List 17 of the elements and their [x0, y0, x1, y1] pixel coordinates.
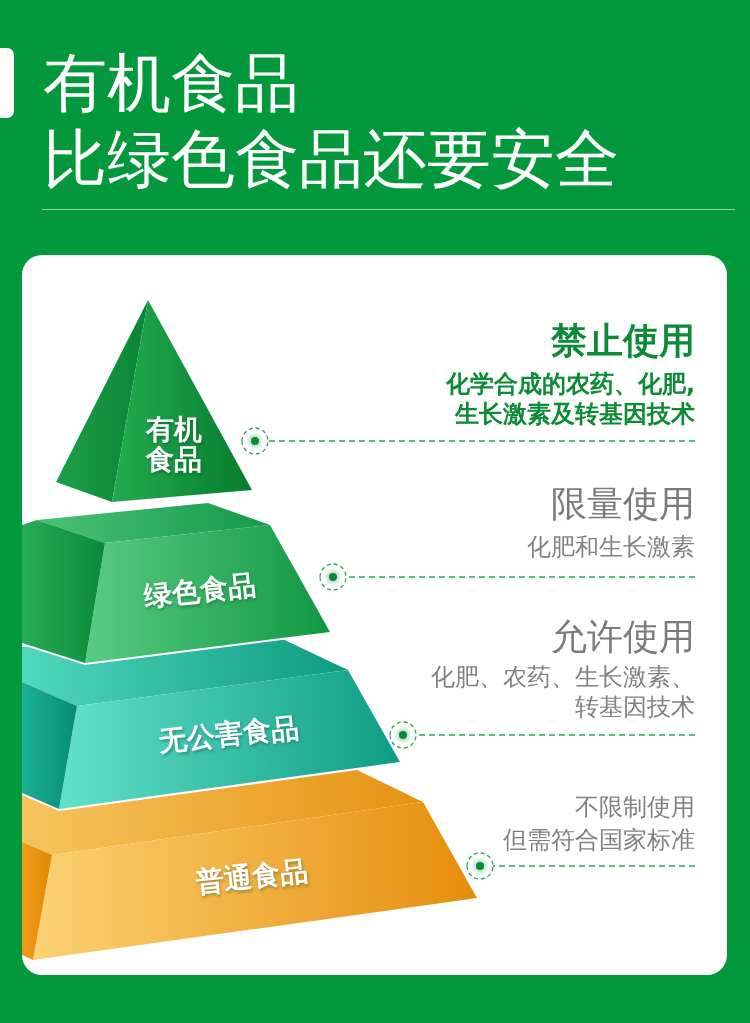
- tier-label: 普通食品: [194, 855, 310, 899]
- usage-heading: 不限制使用: [575, 792, 695, 823]
- usage-heading: 限量使用: [551, 484, 695, 524]
- usage-note: 但需符合国家标准: [503, 825, 695, 856]
- tier-label: 绿色食品: [142, 569, 258, 613]
- usage-note: 化肥、农药、生长激素、转基因技术: [430, 662, 695, 722]
- usage-note: 化学合成的农药、化肥,生长激素及转基因技术: [444, 369, 695, 429]
- leader-line: [241, 427, 696, 455]
- title: 有机食品比绿色食品还要安全: [43, 45, 619, 197]
- usage-note: 化肥和生长激素: [527, 532, 695, 562]
- leader-line: [319, 563, 696, 591]
- leader-line: [389, 721, 696, 749]
- leader-line: [466, 852, 696, 880]
- tier-label: 无公害食品: [157, 711, 301, 759]
- usage-heading: 允许使用: [551, 617, 695, 657]
- usage-heading: 禁止使用: [551, 321, 695, 361]
- tier-label: 有机食品: [145, 415, 203, 475]
